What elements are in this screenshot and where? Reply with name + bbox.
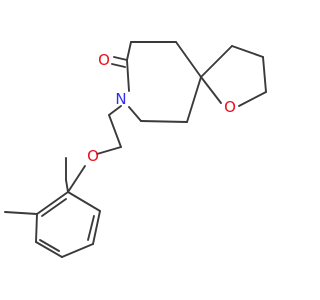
- bond-aryl-inner-1: [87, 215, 95, 241]
- atom-labels: O N O O: [87, 51, 236, 165]
- bond-aryl-3: [61, 243, 94, 258]
- spiro-oxygen-label: O: [224, 98, 236, 116]
- bond-ring-3: [126, 41, 132, 61]
- bond-aryl-6: [36, 191, 69, 215]
- bond-lines: [4, 41, 267, 258]
- bond-ring-1: [175, 41, 202, 78]
- bond-methyl-1: [65, 179, 69, 193]
- bond-ring-7: [186, 76, 202, 123]
- bond-thf-2: [231, 45, 264, 58]
- bond-aryl-1: [67, 191, 101, 212]
- bond-aryl-5: [35, 213, 38, 243]
- bond-aryl-inner-2: [39, 239, 60, 252]
- ether-oxygen-label: O: [87, 147, 99, 165]
- bond-linker-2: [108, 114, 122, 148]
- bond-linker-4: [67, 165, 86, 193]
- bond-ring-5: [128, 106, 142, 122]
- bond-thf-3: [262, 56, 267, 93]
- carbonyl-oxygen-label: O: [98, 51, 110, 69]
- bond-ring-4: [126, 59, 130, 92]
- bond-thf-1: [200, 45, 233, 78]
- ring-nitrogen-label: N: [115, 90, 126, 108]
- bond-aryl-2: [92, 210, 101, 245]
- bond-linker-1: [108, 105, 122, 116]
- bond-linker-3: [96, 146, 122, 155]
- bond-thf-5: [200, 76, 222, 104]
- molecule-structure-diagram: O N O O: [4, 41, 267, 258]
- bond-ring-6: [140, 120, 188, 123]
- bond-carbonyl-a: [113, 56, 128, 61]
- bond-carbonyl-b: [111, 63, 126, 68]
- bond-thf-4: [238, 91, 267, 107]
- bond-aryl-inner-3: [41, 198, 67, 217]
- bond-aryl-4: [35, 241, 63, 258]
- bond-methyl-2: [4, 211, 38, 215]
